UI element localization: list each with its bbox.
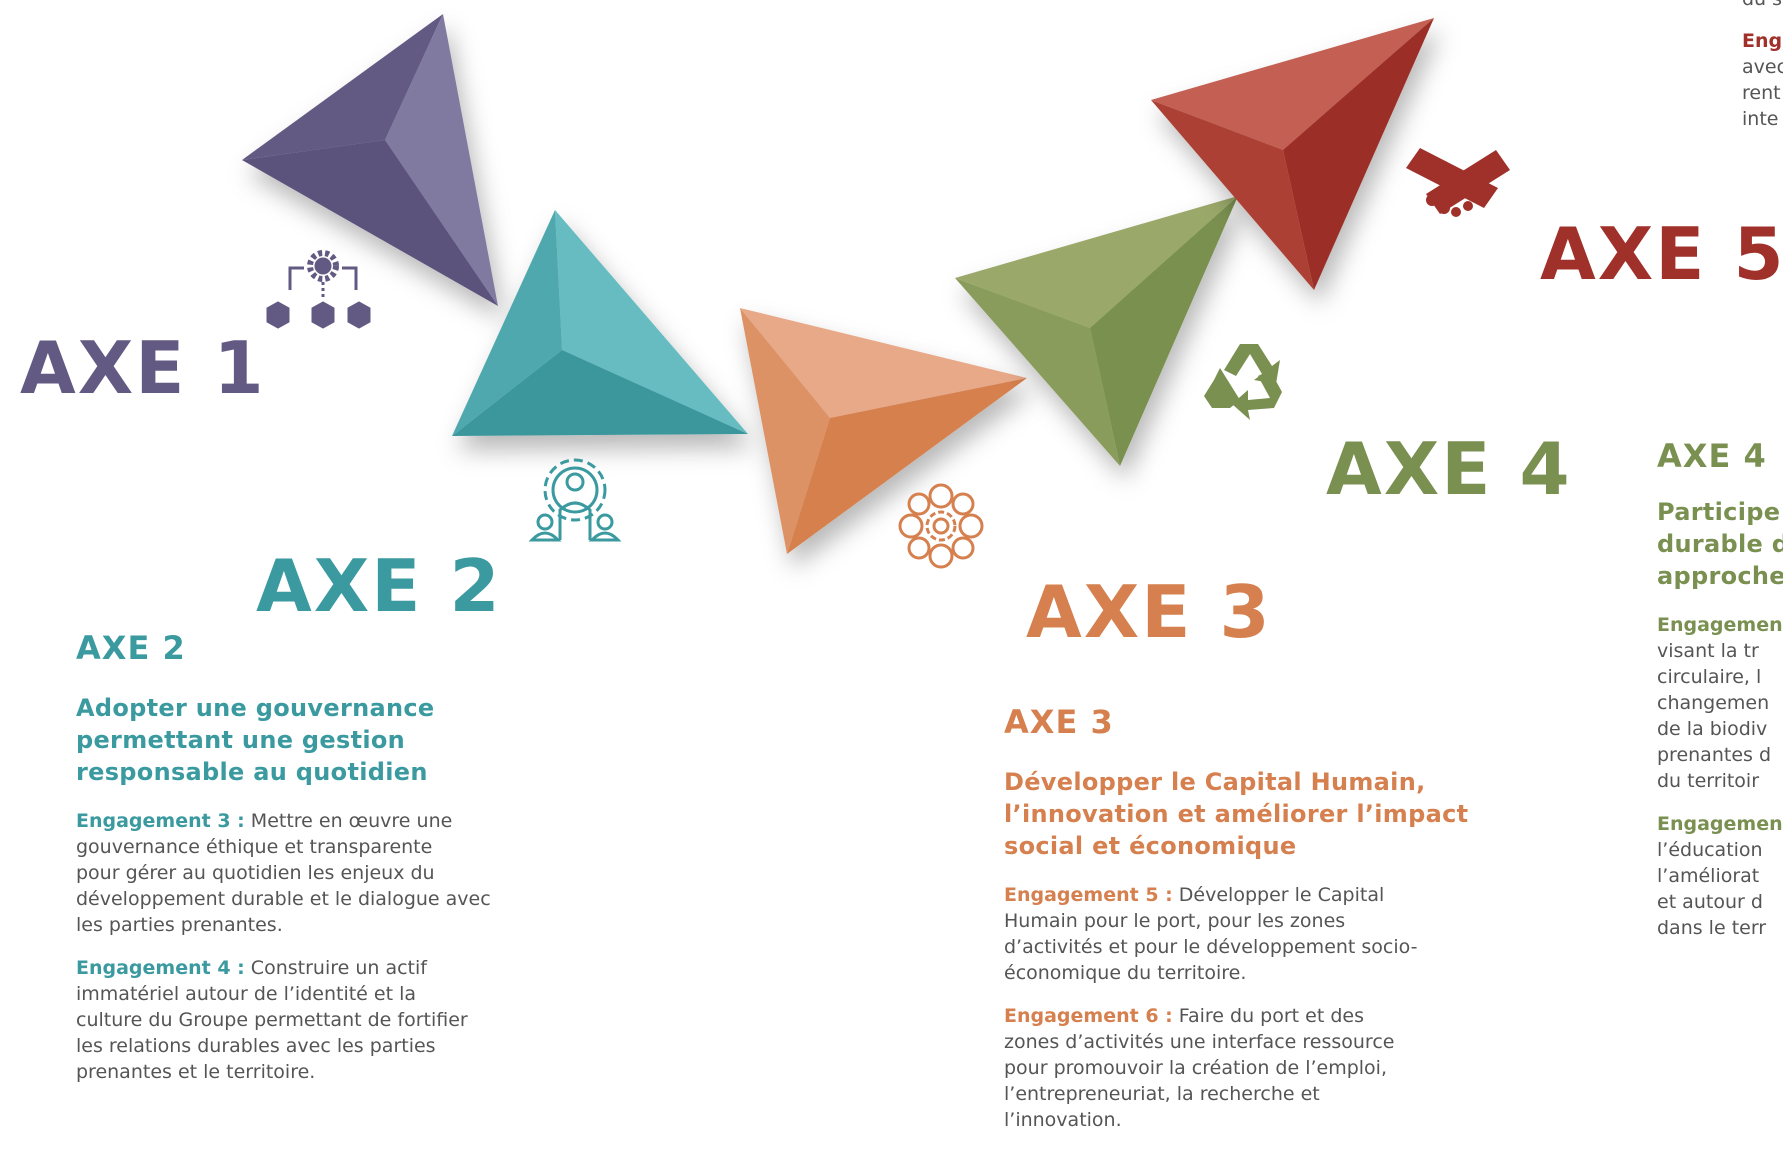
engagement-text: Construire un actif immatériel autour de… (76, 957, 468, 1083)
axe1-big-label: AXE 1 (20, 326, 266, 410)
axe5-plane (1151, 18, 1434, 290)
engagement-label: Engagement 3 : (76, 810, 245, 832)
axe2-engagement-4: Engagement 4 : Construire un actif immat… (76, 955, 596, 1085)
axe2-text-block: AXE 2 Adopter une gouvernance permettant… (76, 632, 596, 1102)
axe5-text-block: du s Eng avec rent inte (1742, 0, 1783, 146)
axe2-plane (452, 210, 748, 436)
axe3-text-block: AXE 3 Développer le Capital Humain, l’in… (1004, 706, 1504, 1150)
axe2-subtitle: Adopter une gouvernance permettant une g… (76, 694, 435, 786)
engagement-label: Engagemen (1657, 614, 1783, 636)
axe4-subtitle: Participe durable d approche (1657, 498, 1783, 590)
engagement-label: Engagement 4 : (76, 957, 245, 979)
engagement-text: l’éducation l’améliorat et autour d dans… (1657, 839, 1767, 939)
axe5-top-text: du s (1742, 0, 1783, 12)
engagement-label: Engagement 6 : (1004, 1005, 1173, 1027)
axe4-big-label: AXE 4 (1326, 427, 1572, 511)
axe3-engagement-5: Engagement 5 : Développer le Capital Hum… (1004, 882, 1504, 986)
axe4-heading: AXE 4 (1657, 440, 1767, 475)
axe5-engagement: Eng avec rent inte (1742, 28, 1783, 132)
axe4-plane (955, 196, 1238, 466)
axe3-engagement-6: Engagement 6 : Faire du port et des zone… (1004, 1003, 1504, 1133)
engagement-text: Faire du port et des zones d’activités u… (1004, 1005, 1395, 1131)
axe4-engagement-b: Engagemen l’éducation l’améliorat et aut… (1657, 811, 1783, 941)
engagement-label: Engagement 5 : (1004, 884, 1173, 906)
axe4-engagement-a: Engagemen visant la tr circulaire, l cha… (1657, 612, 1783, 794)
axe1-plane (242, 14, 498, 306)
axe3-heading: AXE 3 (1004, 703, 1114, 741)
gear-people-icon (528, 458, 622, 542)
engagement-text: avec rent inte (1742, 56, 1783, 130)
axe2-engagement-3: Engagement 3 : Mettre en œuvre une gouve… (76, 808, 596, 938)
people-circle-gear-icon (898, 483, 984, 569)
engagement-label: Engagemen (1657, 813, 1783, 835)
axe3-plane (740, 308, 1027, 554)
axe2-heading: AXE 2 (76, 629, 186, 667)
axe3-big-label: AXE 3 (1026, 570, 1272, 654)
engagement-text: visant la tr circulaire, l changemen de … (1657, 640, 1772, 792)
engagement-text: Mettre en œuvre une gouvernance éthique … (76, 810, 491, 936)
axe5-big-label: AXE 5 (1540, 212, 1783, 296)
org-chart-gear-icon (266, 250, 371, 329)
axe4-text-block: AXE 4 Participe durable d approche Engag… (1657, 440, 1783, 960)
handshake-icon (1406, 148, 1510, 217)
axe3-subtitle: Développer le Capital Humain, l’innovati… (1004, 768, 1469, 860)
engagement-label: Eng (1742, 30, 1783, 52)
engagement-text: Développer le Capital Humain pour le por… (1004, 884, 1418, 984)
axe2-big-label: AXE 2 (256, 544, 502, 628)
recycle-icon (1204, 344, 1282, 420)
